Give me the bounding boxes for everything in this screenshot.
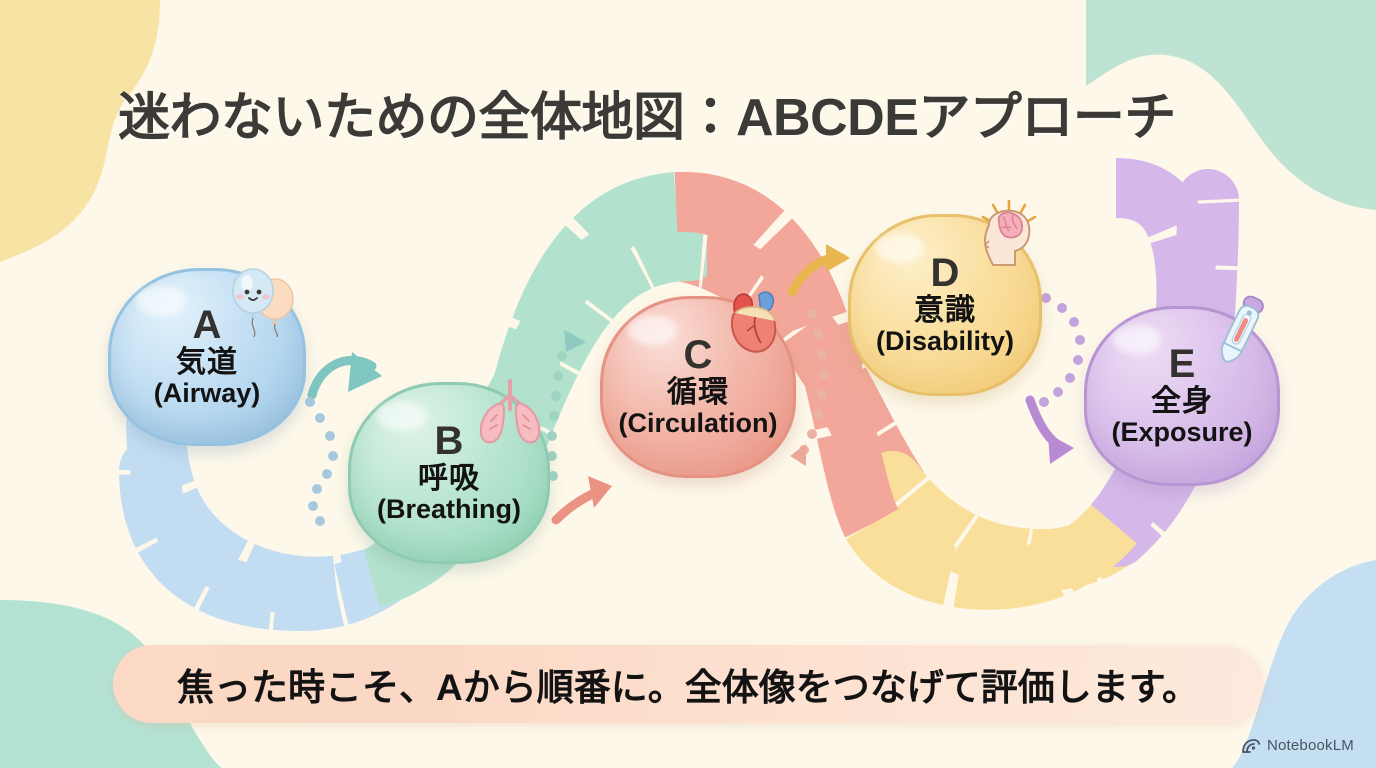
step-label-en: (Exposure) <box>1111 417 1253 448</box>
slide-title: 迷わないための全体地図：ABCDEアプローチ <box>118 89 1176 147</box>
step-letter: D <box>930 250 960 295</box>
step-label-jp: 循環 <box>667 375 729 409</box>
step-label-en: (Breathing) <box>377 494 521 525</box>
caption-text: 焦った時こそ、Aから順番に。全体像をつなげて評価します。 <box>176 667 1200 708</box>
step-letter: C <box>683 332 713 377</box>
connector-c-to-d <box>787 244 850 466</box>
step-letter: B <box>434 418 464 463</box>
bubble-highlight <box>1111 324 1162 355</box>
bubble-highlight <box>376 400 428 431</box>
connector-d-to-e <box>1025 293 1085 464</box>
blob-bottom-left <box>0 600 222 768</box>
blob-bottom-right <box>1232 560 1376 768</box>
step-label-jp: 気道 <box>176 345 238 379</box>
step-bubble-d[interactable]: D 意識 (Disability) <box>848 199 1042 396</box>
step-letter: E <box>1168 341 1196 386</box>
step-bubble-c[interactable]: C 循環 (Circulation) <box>600 291 796 478</box>
blob-top-right <box>1086 0 1376 210</box>
bubble-highlight <box>875 232 925 263</box>
step-label-jp: 全身 <box>1151 384 1213 418</box>
connector-a-to-b <box>305 352 382 526</box>
blob-top-left <box>0 0 160 262</box>
step-label-en: (Airway) <box>153 378 261 409</box>
step-label-en: (Disability) <box>875 326 1015 357</box>
step-bubble-a[interactable]: A 気道 (Airway) <box>108 268 306 446</box>
ribbon-arc-d <box>845 503 1137 610</box>
notebooklm-watermark: NotebookLM <box>1241 737 1354 754</box>
notebooklm-icon <box>1241 738 1260 754</box>
caption-banner: 焦った時こそ、Aから順番に。全体像をつなげて評価します。 <box>113 645 1263 723</box>
bubble-highlight <box>135 286 186 316</box>
bubble-highlight <box>627 314 678 345</box>
notebooklm-label: NotebookLM <box>1266 737 1354 754</box>
ribbon-arc-c <box>674 171 900 538</box>
step-letter: A <box>192 302 222 347</box>
step-label-jp: 呼吸 <box>418 461 480 495</box>
step-label-jp: 意識 <box>914 293 976 327</box>
connector-b-to-c <box>547 330 612 525</box>
step-bubble-e[interactable]: E 全身 (Exposure) <box>1084 295 1280 486</box>
step-bubble-b[interactable]: B 呼吸 (Breathing) <box>348 379 550 564</box>
step-label-en: (Circulation) <box>618 408 778 439</box>
